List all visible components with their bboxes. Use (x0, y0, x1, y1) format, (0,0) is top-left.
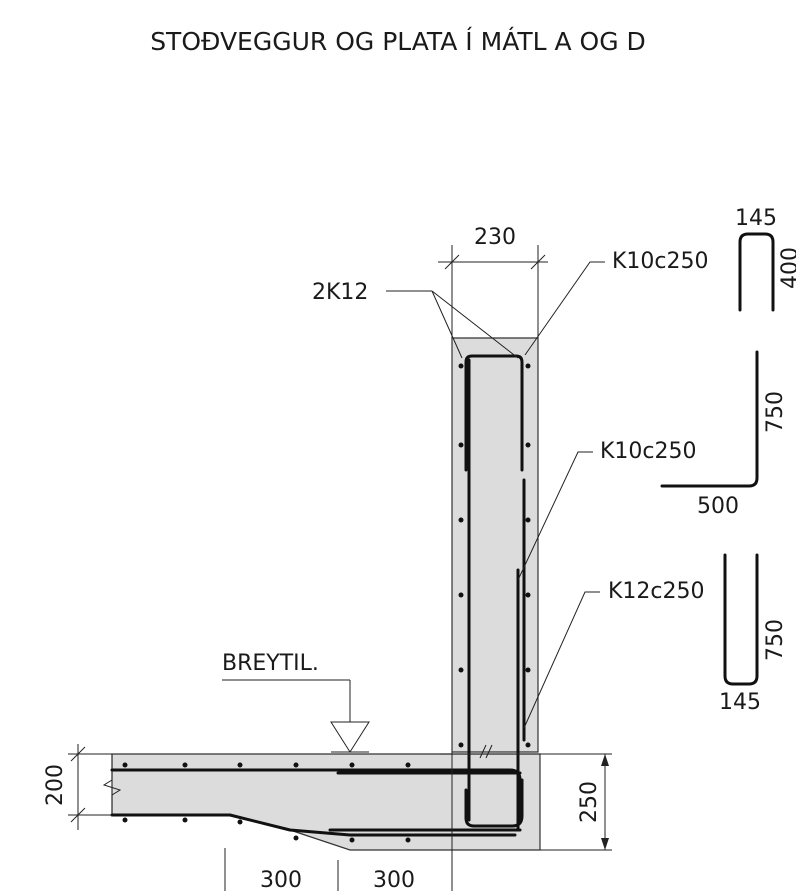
footing-depth-label: 250 (577, 781, 602, 823)
break-line (102, 754, 122, 815)
schedule-label-3: K12c250 (608, 579, 705, 604)
slab-thickness-label: 200 (43, 764, 68, 806)
bar-shape-3-height: 750 (763, 619, 788, 661)
schedule-label-2: K10c250 (600, 439, 697, 464)
wall-width-label: 230 (474, 225, 516, 250)
schedule-leaders (517, 261, 605, 729)
change-marker-label: BREYTIL. (222, 651, 319, 676)
dim-footing-depth: 250 (540, 754, 612, 851)
joint-marks (440, 744, 612, 759)
bar-shape-1: 145 400 (735, 206, 796, 312)
dim-wall-width: 230 (438, 225, 548, 338)
bar-shape-2: 750 500 (660, 350, 788, 519)
haunch-right-label: 300 (373, 868, 415, 891)
rebar-slab-bottom (110, 813, 517, 837)
drawing-title: STOÐVEGGUR OG PLATA Í MÁTL A OG D (150, 27, 646, 56)
rebar-footing-u (464, 778, 524, 828)
dim-haunch: 300 300 (224, 752, 453, 891)
bar-shape-1-width: 145 (735, 206, 777, 231)
haunch-left-label: 300 (260, 868, 302, 891)
leader-top-bars: 2K12 (312, 280, 519, 359)
bar-shape-1-height: 400 (778, 247, 796, 289)
top-bars-label: 2K12 (312, 280, 368, 305)
change-marker: BREYTIL. (222, 651, 370, 753)
bar-shape-3: 750 145 (719, 553, 788, 715)
rebar-hairpin-top (464, 354, 524, 472)
bar-shape-2-height: 750 (763, 391, 788, 433)
schedule-label-1: K10c250 (612, 249, 709, 274)
rebar-dots (122, 363, 531, 843)
bar-shape-2-width: 500 (697, 494, 739, 519)
slab-reinforcement (110, 768, 524, 837)
change-marker-triangle-icon (330, 721, 370, 753)
wall-reinforcement (464, 354, 526, 832)
dim-slab-thickness: 200 (43, 744, 112, 830)
bar-shape-3-width: 145 (719, 690, 761, 715)
